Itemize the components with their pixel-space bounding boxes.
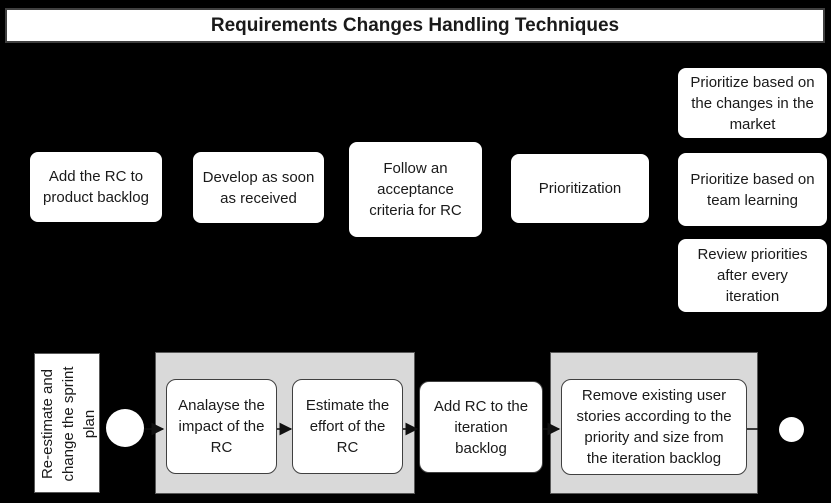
technique-acceptance-criteria: Follow an acceptance criteria for RC xyxy=(348,141,483,238)
flow-step-estimate-effort: Estimate the effort of the RC xyxy=(292,379,403,474)
re-estimate-sprint-plan-text: Re-estimate and change the sprint plan xyxy=(38,366,98,482)
flow-step-add-to-iteration-backlog: Add RC to the iteration backlog xyxy=(419,381,543,473)
prioritize-team-learning: Prioritize based on team learning xyxy=(677,152,828,227)
flow-start-node xyxy=(106,409,144,447)
flow-step-analyse-impact: Analayse the impact of the RC xyxy=(166,379,277,474)
technique-develop-as-received: Develop as soon as received xyxy=(192,151,325,224)
technique-prioritization: Prioritization xyxy=(510,153,650,224)
prioritize-market-changes: Prioritize based on the changes in the m… xyxy=(677,67,828,139)
review-priorities-after-iteration: Review priorities after every iteration xyxy=(677,238,828,313)
flow-step-remove-user-stories: Remove existing user stories according t… xyxy=(561,379,747,475)
diagram-title-text: Requirements Changes Handling Techniques xyxy=(210,14,620,36)
flow-end-node xyxy=(779,417,804,442)
re-estimate-sprint-plan-label: Re-estimate and change the sprint plan xyxy=(34,353,100,493)
diagram-title: Requirements Changes Handling Techniques xyxy=(5,8,825,43)
technique-add-to-product-backlog: Add the RC to product backlog xyxy=(29,151,163,223)
